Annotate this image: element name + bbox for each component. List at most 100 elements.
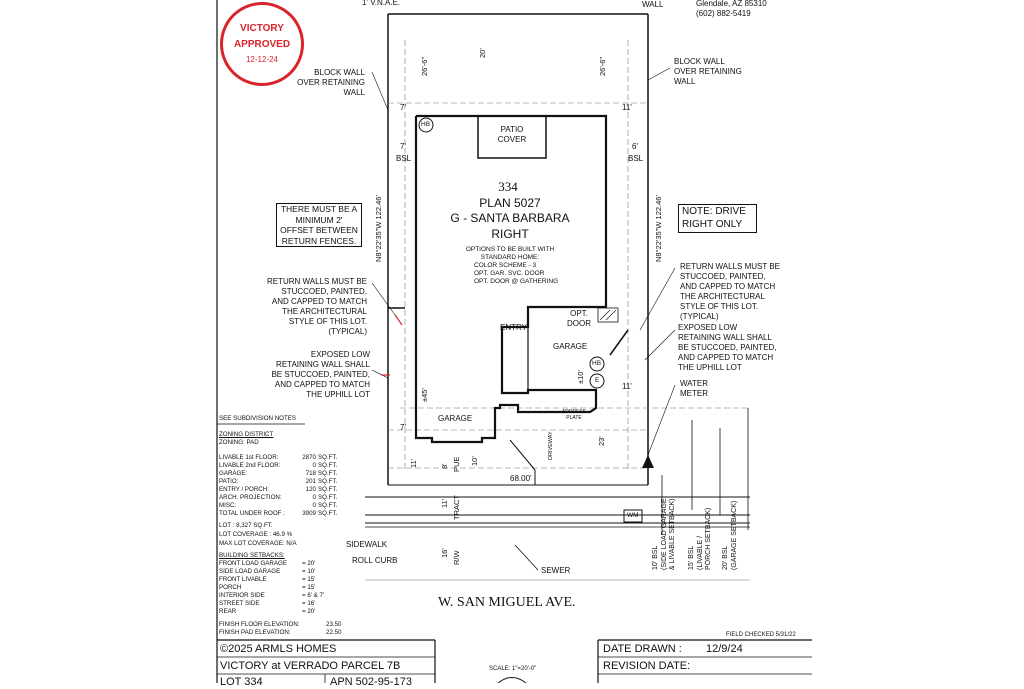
vnae-label: 1' V.N.A.E. — [362, 0, 401, 7]
plan-label: PLAN 5027 — [479, 196, 541, 210]
setback-row-value: = 20' — [302, 608, 316, 615]
area-row-label: GARAGE: — [219, 470, 248, 477]
option-3: OPT. DOOR @ GATHERING — [474, 278, 559, 285]
bsl-left-label: BSL — [396, 154, 412, 163]
note-return-left: RETURN WALLS MUST BE STUCCOED, PAINTED, … — [266, 277, 367, 336]
area-row-unit: SQ.FT. — [318, 494, 338, 501]
option-2: OPT. GAR. SVC. DOOR — [474, 270, 545, 277]
address-line: Glendale, AZ 85310 — [696, 0, 767, 8]
area-row-label: TOTAL UNDER ROOF : — [219, 510, 285, 517]
setback-15-note: 15' BSL (LIVABLE / PORCH SETBACK) — [688, 507, 712, 570]
area-row-value: 2870 — [302, 454, 316, 461]
area-row-unit: SQ.FT. — [318, 510, 338, 517]
rear-left-dim: 26'-6" — [420, 56, 429, 76]
ffe-label: FINISH FLOOR ELEVATION: — [219, 621, 300, 628]
area-row-unit: SQ.FT. — [318, 470, 338, 477]
note-block-wall-right: BLOCK WALL OVER RETAINING WALL — [674, 57, 742, 86]
zoning-title: ZONING DISTRICT — [219, 431, 274, 438]
area-row-value: 3909 — [302, 510, 316, 517]
see-subdivision-notes: SEE SUBDIVISION NOTES — [219, 415, 297, 422]
revision-date-label: REVISION DATE: — [603, 660, 691, 672]
zoning-value: ZONING: PAD — [219, 439, 259, 446]
area-row-label: LIVABLE 1st FLOOR: — [219, 454, 279, 461]
area-row-unit: SQ.FT. — [318, 462, 338, 469]
dim-10: 10' — [470, 456, 479, 466]
setback-row-value: = 10' — [302, 568, 316, 575]
setback-row-label: REAR — [219, 608, 237, 615]
side-dim-11: 11' — [622, 103, 632, 112]
dim-11-left: 11' — [409, 458, 418, 468]
stamp-line2: APPROVED — [233, 39, 291, 50]
area-row-unit: SQ.FT. — [318, 486, 338, 493]
note-offset-box: THERE MUST BE A MINIMUM 2' OFFSET BETWEE… — [276, 203, 362, 247]
date-drawn-label: DATE DRAWN : — [603, 643, 682, 655]
area-row-value: 718 — [305, 470, 316, 477]
setback-row-label: FRONT LIVABLE — [219, 576, 267, 583]
entry-label: ENTRY — [500, 323, 527, 332]
lot-coverage: LOT COVERAGE : 46.9 % — [219, 531, 293, 538]
options-title: OPTIONS TO BE BUILT WITH STANDARD HOME: — [465, 246, 555, 261]
setback-row-label: SIDE LOAD GARAGE — [219, 568, 281, 575]
patio-cover-label: PATIO COVER — [497, 125, 527, 144]
community-name: VICTORY at VERRADO PARCEL 7B — [220, 660, 401, 672]
note-exposed-left: EXPOSED LOW RETAINING WALL SHALL BE STUC… — [271, 350, 370, 399]
dim-11-tract: 11' — [440, 498, 449, 508]
apn: APN 502-95-173 — [330, 676, 412, 688]
rw-label: R/W — [452, 550, 461, 565]
area-row-value: 201 — [305, 478, 316, 485]
rear-right-dim: 26'-6" — [598, 56, 607, 76]
bsl-right-label: BSL — [628, 154, 644, 163]
wall-label: WALL — [642, 0, 664, 9]
area-row-unit: SQ.FT. — [318, 502, 338, 509]
dim-16: 16' — [440, 548, 449, 558]
lot-area: LOT : 8,327 SQ.FT. — [219, 522, 273, 529]
opt-door-label: OPT. DOOR — [567, 309, 591, 328]
bearing-right: N8°22'35"W 122.46' — [654, 195, 663, 262]
rear-center-dim: 20' — [478, 48, 487, 58]
setback-20-note: 20' BSL (GARAGE SETBACK) — [722, 500, 738, 570]
phone-line: (602) 882-5419 — [696, 9, 751, 18]
scale-label: SCALE: 1"=20'-0" — [489, 666, 537, 672]
sewer-label: SEWER — [541, 566, 571, 575]
area-row-label: ARCH. PROJECTION: — [219, 494, 282, 501]
setback-row-value: = 6' & 7' — [302, 592, 325, 599]
setback-10-note: 10' BSL (SIDE LOAD GARAGE & LIVABLE SETB… — [652, 498, 676, 570]
setback-row-label: FRONT LOAD GARAGE — [219, 560, 287, 567]
builder-name: ©2025 ARMLS HOMES — [220, 643, 337, 655]
front-dim-23: 23' — [597, 436, 606, 446]
side-dim-7: 7' — [400, 103, 406, 112]
garage-main-label: GARAGE — [438, 414, 473, 423]
fpe-value: 22.50 — [326, 629, 342, 636]
lot-id: LOT 334 — [220, 676, 263, 688]
note-return-right: RETURN WALLS MUST BE STUCCOED, PAINTED, … — [680, 262, 781, 321]
electric-meter-icon: E — [595, 377, 600, 384]
area-row-label: LIVABLE 2nd FLOOR: — [219, 462, 281, 469]
area-row-label: ENTRY / PORCH: — [219, 486, 269, 493]
front-dim-11: 11' — [622, 382, 632, 391]
option-1: COLOR SCHEME - 3 — [474, 262, 537, 269]
sidewalk-label: SIDEWALK — [346, 540, 388, 549]
setback-row-value: = 20' — [302, 560, 316, 567]
area-row-value: 0 — [312, 462, 316, 469]
setback-row-value: = 16' — [302, 600, 316, 607]
bottom-width-dim: 68.00' — [510, 474, 532, 483]
setbacks-title: BUILDING SETBACKS: — [219, 552, 285, 559]
note-exposed-right: EXPOSED LOW RETAINING WALL SHALL BE STUC… — [678, 323, 777, 372]
setback-row-value: = 15' — [302, 584, 316, 591]
setback-row-value: = 15' — [302, 576, 316, 583]
driveway-label: DRIVEWAY — [548, 431, 554, 460]
area-row-value: 120 — [305, 486, 316, 493]
area-row-label: PATIO: — [219, 478, 239, 485]
note-water-meter: WATER METER — [680, 379, 708, 398]
orientation-label: RIGHT — [491, 227, 529, 241]
area-row-label: MISC: — [219, 502, 237, 509]
hose-bib-icon-front: HB — [592, 360, 602, 367]
fpe-label: FINISH PAD ELEVATION: — [219, 629, 291, 636]
pue-label: PUE — [452, 456, 461, 472]
setback-row-label: STREET SIDE — [219, 600, 260, 607]
area-row-unit: SQ.FT. — [318, 478, 338, 485]
front-dim-45: ±45' — [420, 388, 429, 402]
max-lot-coverage: MAX LOT COVERAGE: N/A — [219, 540, 297, 547]
setback-row-label: INTERIOR SIDE — [219, 592, 265, 599]
front-dim-7: 7' — [400, 423, 406, 432]
